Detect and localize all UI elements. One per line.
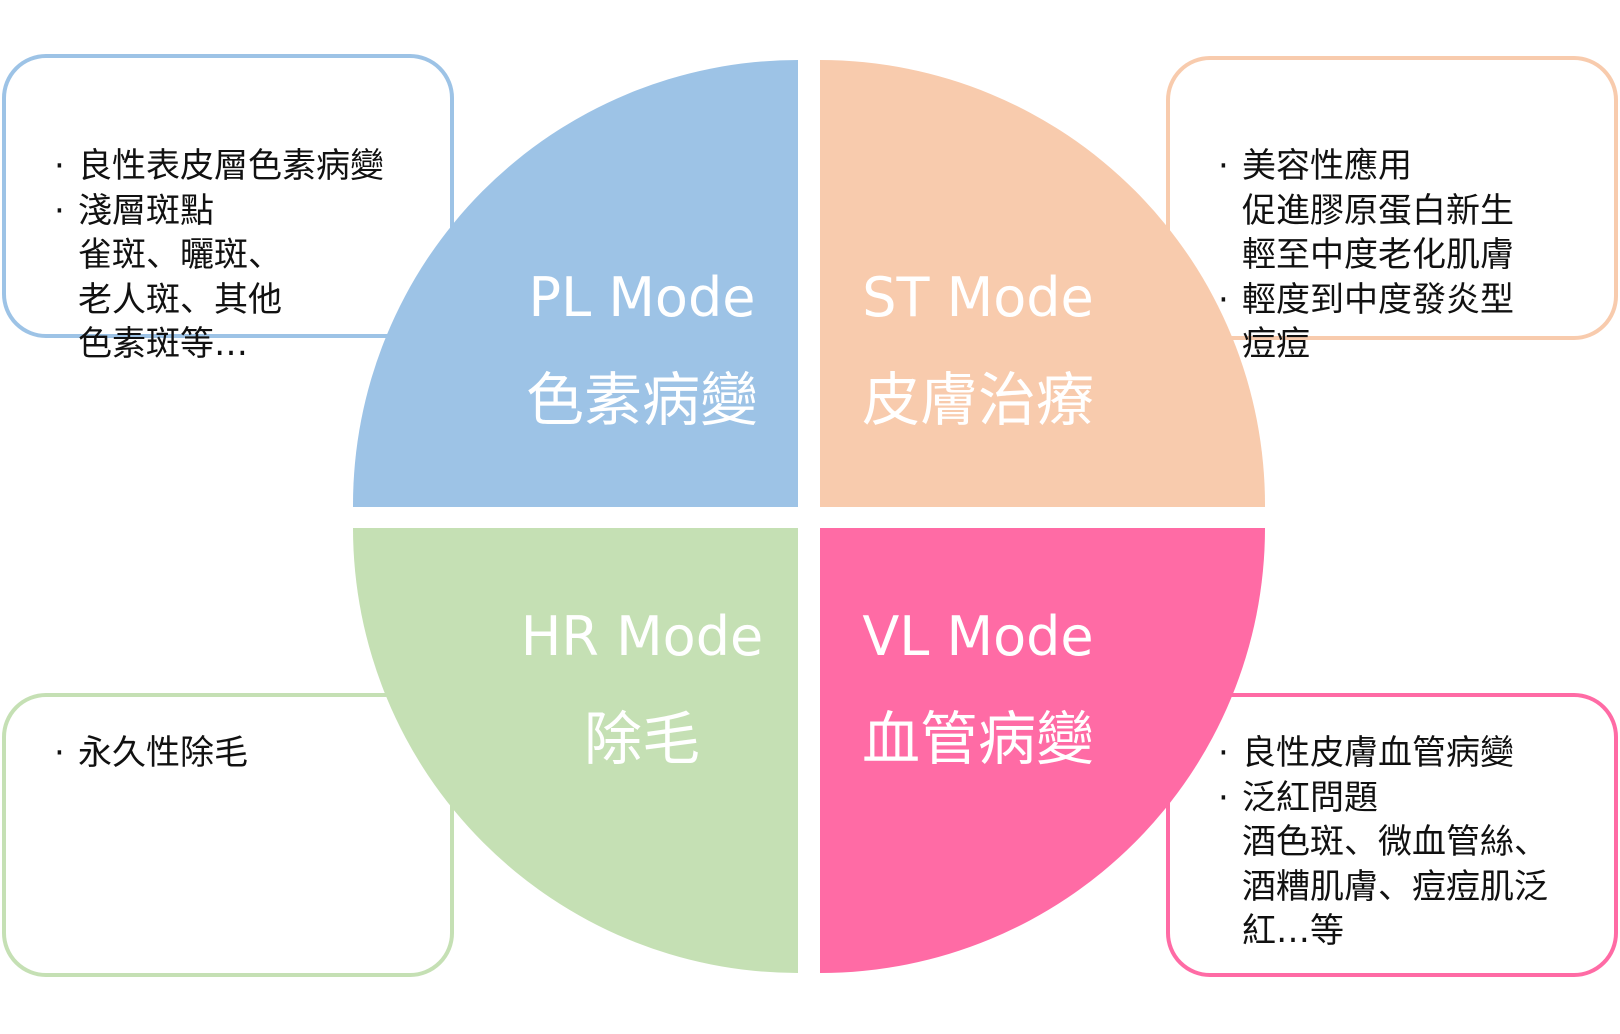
st-info-line: 輕至中度老化肌膚 [1218, 233, 1514, 278]
pl-info-line: 老人斑、其他 [54, 278, 384, 323]
vl-quadrant-label: VL Mode 血管病變 [808, 597, 1148, 787]
bullet-dot: · [1218, 777, 1229, 818]
pl-info-line-text: 色素斑等… [78, 324, 248, 364]
vl-name-label: 血管病變 [861, 705, 1094, 773]
vl-info-line-text: 良性皮膚血管病變 [1242, 733, 1514, 773]
vl-info-line: 酒色斑、微血管絲、 [1218, 820, 1548, 865]
st-info-line-text: 痘痘 [1242, 324, 1310, 364]
pl-info-text: · 良性表皮層色素病變 · 淺層斑點 雀斑、曬斑、 老人斑、其他 色素斑等… [54, 144, 384, 367]
hr-info-line: · 永久性除毛 [54, 731, 248, 776]
pl-info-line-text: 良性表皮層色素病變 [78, 146, 384, 186]
vl-info-box: · 良性皮膚血管病變 · 泛紅問題 酒色斑、微血管絲、 酒糟肌膚、痘痘肌泛 紅…等 [1166, 693, 1618, 977]
bullet-dot: · [1218, 279, 1229, 320]
st-info-line: · 美容性應用 [1218, 144, 1514, 189]
st-info-line-text: 輕至中度老化肌膚 [1242, 235, 1514, 275]
bullet-dot: · [54, 190, 65, 231]
st-info-line-text: 美容性應用 [1242, 146, 1412, 186]
pl-mode-label: PL Mode [528, 266, 756, 329]
pl-quadrant [352, 60, 798, 507]
st-info-line: 促進膠原蛋白新生 [1218, 189, 1514, 234]
st-info-line: · 輕度到中度發炎型 [1218, 278, 1514, 323]
pl-info-line: · 良性表皮層色素病變 [54, 144, 384, 189]
pl-info-line-text: 老人斑、其他 [78, 279, 282, 320]
pl-info-box: · 良性表皮層色素病變 · 淺層斑點 雀斑、曬斑、 老人斑、其他 色素斑等… [2, 54, 454, 364]
pl-info-line: 色素斑等… [54, 322, 384, 367]
pl-info-line-text: 淺層斑點 [78, 190, 214, 231]
pl-quadrant-label: PL Mode 色素病變 [472, 258, 812, 448]
hr-info-line-text: 永久性除毛 [78, 733, 248, 773]
vl-info-line-text: 酒色斑、微血管絲、 [1242, 822, 1548, 862]
st-name-label: 皮膚治療 [861, 366, 1094, 434]
st-info-box: · 美容性應用 促進膠原蛋白新生 輕至中度老化肌膚 · 輕度到中度發炎型 痘痘 [1166, 56, 1618, 364]
vl-info-line: 酒糟肌膚、痘痘肌泛 [1218, 865, 1548, 910]
vl-mode-label: VL Mode [862, 605, 1094, 668]
vl-info-line-text: 泛紅問題 [1242, 777, 1378, 818]
st-info-line-text: 輕度到中度發炎型 [1242, 279, 1514, 320]
vl-info-line: · 泛紅問題 [1218, 776, 1548, 821]
hr-name-label: 除毛 [583, 705, 700, 773]
bullet-dot: · [1218, 733, 1229, 773]
hr-info-text: · 永久性除毛 [54, 731, 248, 776]
bullet-dot: · [1218, 146, 1229, 186]
pl-info-line: · 淺層斑點 [54, 189, 384, 234]
vl-info-line-text: 酒糟肌膚、痘痘肌泛 [1242, 866, 1548, 907]
hr-quadrant-label: HR Mode 除毛 [472, 597, 812, 787]
vl-info-text: · 良性皮膚血管病變 · 泛紅問題 酒色斑、微血管絲、 酒糟肌膚、痘痘肌泛 紅…等 [1218, 731, 1548, 954]
hr-quadrant [353, 528, 798, 973]
pl-info-line: 雀斑、曬斑、 [54, 233, 384, 278]
st-info-text: · 美容性應用 促進膠原蛋白新生 輕至中度老化肌膚 · 輕度到中度發炎型 痘痘 [1218, 144, 1514, 367]
bullet-dot: · [54, 733, 65, 773]
st-mode-label: ST Mode [862, 266, 1094, 329]
pl-name-label: 色素病變 [525, 366, 758, 434]
st-info-line-text: 促進膠原蛋白新生 [1242, 190, 1514, 231]
st-quadrant [820, 60, 1266, 507]
st-quadrant-label: ST Mode 皮膚治療 [808, 258, 1148, 448]
vl-info-line: 紅…等 [1218, 909, 1548, 954]
vl-info-line: · 良性皮膚血管病變 [1218, 731, 1548, 776]
bullet-dot: · [54, 146, 65, 186]
pl-info-line-text: 雀斑、曬斑、 [78, 235, 282, 275]
vl-quadrant [820, 528, 1265, 973]
vl-info-line-text: 紅…等 [1242, 911, 1344, 951]
hr-mode-label: HR Mode [520, 605, 764, 668]
hr-info-box: · 永久性除毛 [2, 693, 454, 977]
st-info-line: 痘痘 [1218, 322, 1514, 367]
